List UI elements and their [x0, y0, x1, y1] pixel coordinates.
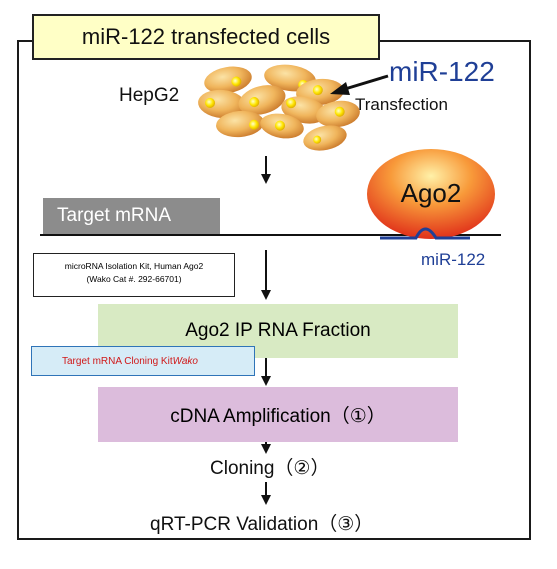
transfection-arrowhead	[330, 82, 350, 95]
qrt-pcr-step: qRT-PCR Validation（③）	[150, 514, 374, 535]
cell	[198, 89, 246, 119]
hepg2-label: HepG2	[119, 85, 180, 106]
arrowhead-5	[261, 495, 271, 505]
ago2-label: Ago2	[401, 178, 462, 208]
cdna-amplification-box: cDNA Amplification（①）	[98, 387, 458, 442]
arrowhead-4	[261, 444, 271, 454]
kit-name: microRNA Isolation Kit, Human Ago2	[64, 261, 204, 271]
kit-catalog: (Wako Cat #. 292-66701)	[86, 274, 182, 284]
transfection-label: Transfection	[355, 95, 448, 114]
cloning-kit-brand: Wako	[172, 355, 198, 367]
mir-122-label-top: miR-122	[389, 56, 495, 87]
mir-122-strand	[380, 227, 470, 240]
arrowhead-2	[261, 290, 271, 300]
transfection-arrow	[344, 74, 389, 91]
hepg2-cell-cluster	[198, 64, 360, 151]
ago2-protein	[367, 149, 495, 239]
target-mrna-bar: Target mRNA	[43, 198, 220, 234]
cell	[316, 100, 360, 128]
title-box: miR-122 transfected cells	[32, 14, 380, 60]
isolation-kit-box: microRNA Isolation Kit, Human Ago2 (Wako…	[33, 253, 235, 297]
arrowhead-3	[261, 376, 271, 386]
cell	[303, 125, 347, 151]
cell	[260, 113, 304, 139]
cloning-kit-name: Target mRNA Cloning Kit	[62, 355, 173, 367]
cell	[216, 110, 264, 138]
arrowhead-1	[261, 174, 271, 184]
cloning-step: Cloning（②）	[210, 458, 330, 479]
cell	[204, 66, 252, 94]
cell	[238, 85, 286, 115]
cloning-kit-box: Target mRNA Cloning Kit Wako	[31, 346, 255, 376]
mir-122-label-bottom: miR-122	[421, 250, 486, 269]
